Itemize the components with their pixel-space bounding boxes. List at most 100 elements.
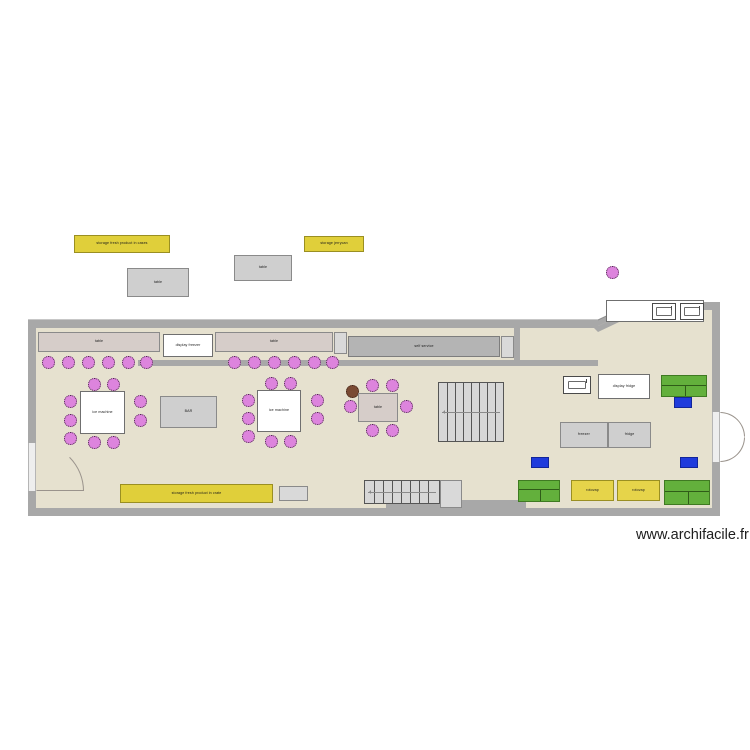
coffee-table-2[interactable]: [531, 457, 549, 468]
stairs-lower[interactable]: [364, 480, 440, 504]
entrance-door-right-jamb[interactable]: [712, 412, 720, 462]
table-top-mid[interactable]: table: [215, 332, 333, 352]
storage-jerrycan-box[interactable]: storage jerrycan: [304, 236, 364, 252]
sink-right[interactable]: [563, 376, 591, 394]
storage-end-cap: [279, 486, 308, 501]
storage-jerrycan-label: storage jerrycan: [320, 241, 348, 246]
chair[interactable]: [228, 356, 241, 369]
sofa-bottom-left[interactable]: [518, 480, 560, 502]
chair[interactable]: [107, 378, 120, 391]
chair[interactable]: [122, 356, 135, 369]
chair[interactable]: [265, 435, 278, 448]
display-fridge[interactable]: display fridge: [598, 374, 650, 399]
faucet-icon: [699, 306, 701, 310]
ice-machine-left[interactable]: ice machine: [80, 391, 125, 434]
chair[interactable]: [284, 377, 297, 390]
sofa-bottom-right[interactable]: [664, 480, 710, 505]
chair[interactable]: [64, 414, 77, 427]
chair[interactable]: [134, 395, 147, 408]
chair[interactable]: [311, 412, 324, 425]
table-center[interactable]: table: [358, 393, 398, 422]
chair[interactable]: [344, 400, 357, 413]
storage-crate-label: storage fresh product in crate: [171, 490, 222, 495]
fridge-label: fridge: [624, 432, 635, 437]
display-freezer-label: display freezer: [175, 342, 201, 347]
chair[interactable]: [88, 436, 101, 449]
chair[interactable]: [242, 412, 255, 425]
rotovap-left[interactable]: rotovap: [571, 480, 614, 501]
rotovap-left-label: rotovap: [586, 487, 599, 492]
chair[interactable]: [311, 394, 324, 407]
chair[interactable]: [326, 356, 339, 369]
chair[interactable]: [284, 435, 297, 448]
bar-label: BAR: [184, 409, 193, 414]
chair[interactable]: [62, 356, 75, 369]
chair[interactable]: [386, 379, 399, 392]
stairs-upper[interactable]: [438, 382, 504, 442]
bar[interactable]: BAR: [160, 396, 217, 428]
chair[interactable]: [366, 424, 379, 437]
counter-end-cap: [334, 332, 347, 354]
chair[interactable]: [366, 379, 379, 392]
entrance-door-left-jamb[interactable]: [28, 443, 36, 491]
chair[interactable]: [88, 378, 101, 391]
entrance-door-right-swing-arc-bottom: [720, 437, 745, 462]
table-top-left[interactable]: table: [38, 332, 160, 352]
chair[interactable]: [134, 414, 147, 427]
sink-bowl-icon: [684, 307, 700, 316]
counter-end-cap-right: [501, 336, 514, 358]
rotovap-right-label: rotovap: [632, 487, 645, 492]
chair[interactable]: [265, 377, 278, 390]
table-top-mid-label: table: [269, 339, 279, 344]
entrance-door-right-swing-arc-top: [720, 412, 745, 437]
table-outside-right-label: table: [258, 265, 268, 270]
chair[interactable]: [242, 430, 255, 443]
freezer-label: freezer: [578, 432, 590, 437]
stool-outside[interactable]: [606, 266, 619, 279]
self-service-counter[interactable]: self service: [348, 336, 500, 357]
rotovap-right[interactable]: rotovap: [617, 480, 660, 501]
archifacile-watermark: www.archifacile.fr: [636, 527, 749, 543]
storage-fresh-product-in-cases-box[interactable]: storage fresh product in cases: [74, 235, 170, 253]
chair[interactable]: [308, 356, 321, 369]
table-center-label: table: [373, 404, 383, 409]
sink-bowl-icon: [567, 380, 587, 390]
ice-machine-left-label: ice machine: [92, 409, 113, 414]
chair[interactable]: [288, 356, 301, 369]
chair[interactable]: [248, 356, 261, 369]
chair[interactable]: [82, 356, 95, 369]
chair[interactable]: [64, 395, 77, 408]
sink-mid[interactable]: [680, 303, 704, 320]
table-top-left-label: table: [94, 339, 104, 344]
coffee-table-3[interactable]: [680, 457, 698, 468]
self-service-label: self service: [414, 343, 434, 348]
chair[interactable]: [107, 436, 120, 449]
table-outside-left-label: table: [153, 279, 163, 284]
fridge[interactable]: fridge: [608, 422, 651, 448]
freezer[interactable]: freezer: [560, 422, 608, 448]
stool-brown[interactable]: [346, 385, 359, 398]
chair[interactable]: [64, 432, 77, 445]
chair[interactable]: [386, 424, 399, 437]
chair[interactable]: [102, 356, 115, 369]
chair[interactable]: [140, 356, 153, 369]
sink-left[interactable]: [652, 303, 676, 320]
sofa-top-right[interactable]: [661, 375, 707, 397]
table-outside-left[interactable]: table: [127, 268, 189, 297]
stair-landing: [440, 480, 462, 508]
display-fridge-label: display fridge: [612, 383, 636, 388]
ice-machine-mid[interactable]: ice machine: [257, 390, 301, 432]
display-freezer[interactable]: display freezer: [163, 334, 213, 357]
storage-fresh-product-in-crate-box[interactable]: storage fresh product in crate: [120, 484, 273, 503]
faucet-icon: [671, 306, 673, 310]
ice-machine-mid-label: ice machine: [268, 408, 290, 413]
chair[interactable]: [268, 356, 281, 369]
chair[interactable]: [242, 394, 255, 407]
table-outside-right[interactable]: table: [234, 255, 292, 281]
sink-bowl-icon: [656, 307, 672, 316]
chair[interactable]: [42, 356, 55, 369]
coffee-table-1[interactable]: [674, 397, 692, 408]
storage-cases-label: storage fresh product in cases: [96, 241, 148, 246]
chair[interactable]: [400, 400, 413, 413]
